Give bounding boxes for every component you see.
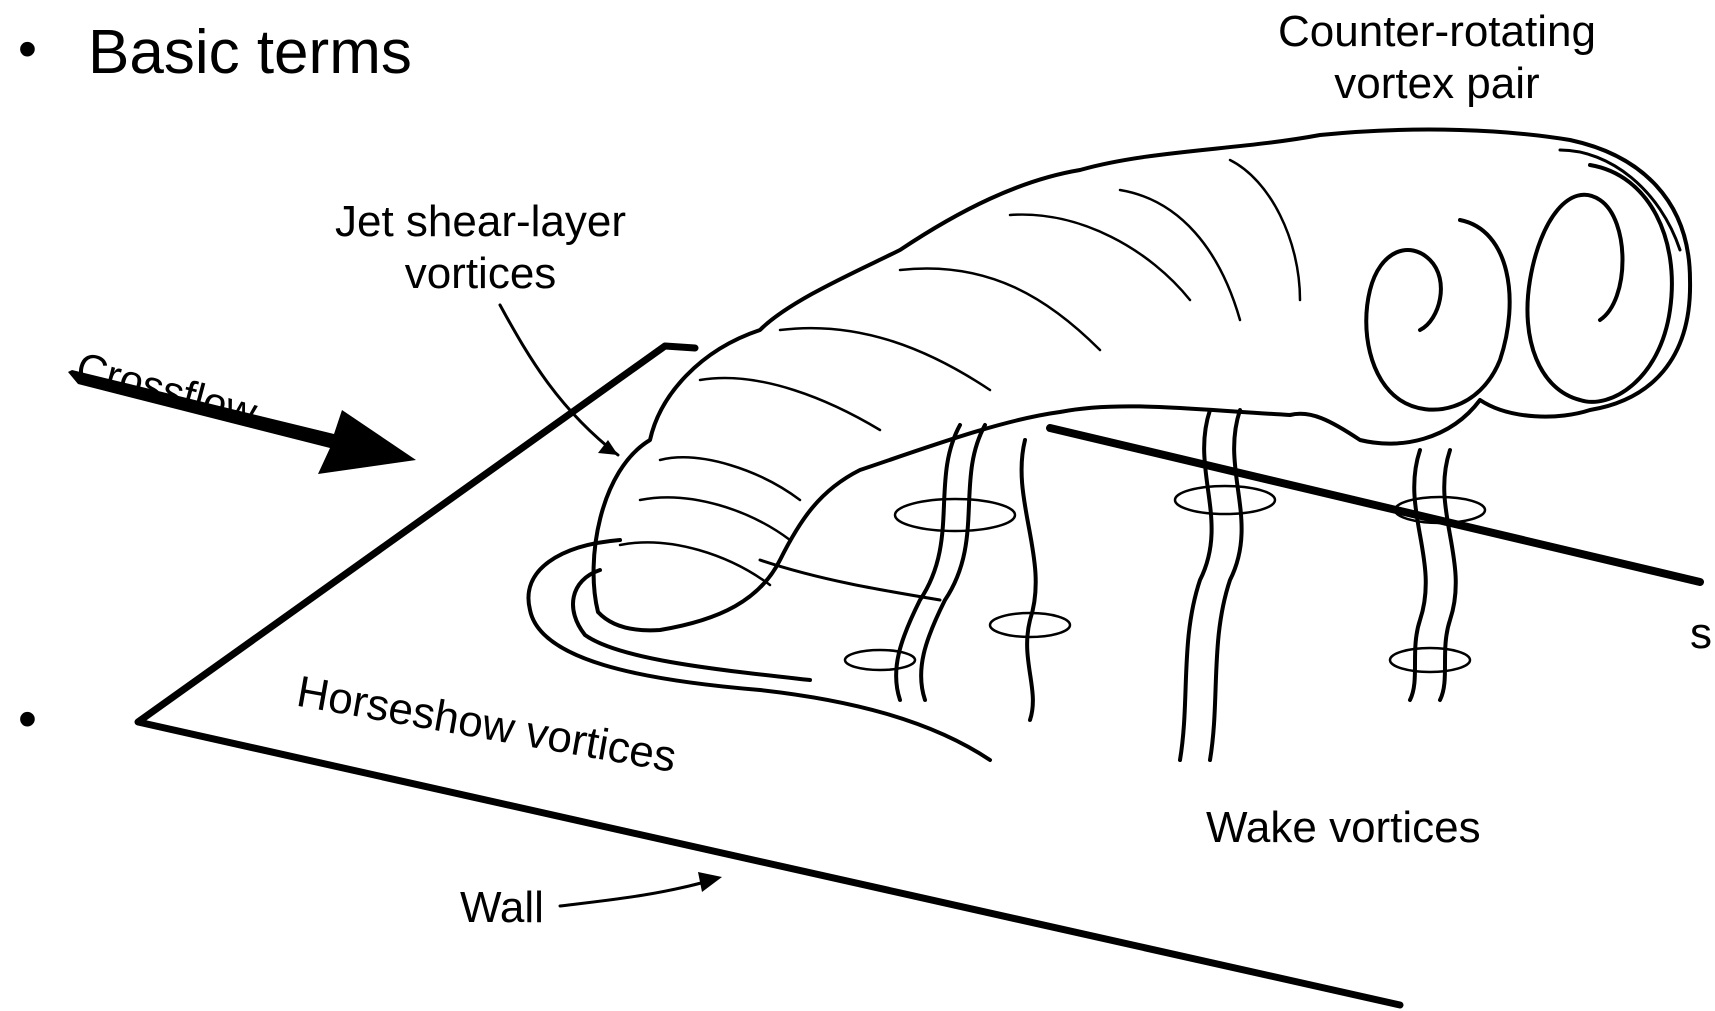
- jet-shear-line-1: Jet shear-layer: [335, 196, 626, 248]
- jet-plume: [594, 130, 1691, 631]
- wall-pointer: [560, 872, 722, 906]
- wake-label: Wake vortices: [1206, 802, 1481, 854]
- counter-rotating-line-1: Counter-rotating: [1278, 6, 1596, 58]
- counter-rotating-line-2: vortex pair: [1278, 58, 1596, 110]
- jet-shear-pointer: [500, 305, 618, 455]
- counter-rotating-label: Counter-rotating vortex pair: [1278, 6, 1596, 110]
- jet-shear-line-2: vortices: [335, 248, 626, 300]
- jet-shear-label: Jet shear-layer vortices: [335, 196, 626, 300]
- wake-vortex-lines: [845, 410, 1485, 760]
- edge-fragment-label: s: [1690, 608, 1712, 660]
- wall-label: Wall: [460, 882, 544, 934]
